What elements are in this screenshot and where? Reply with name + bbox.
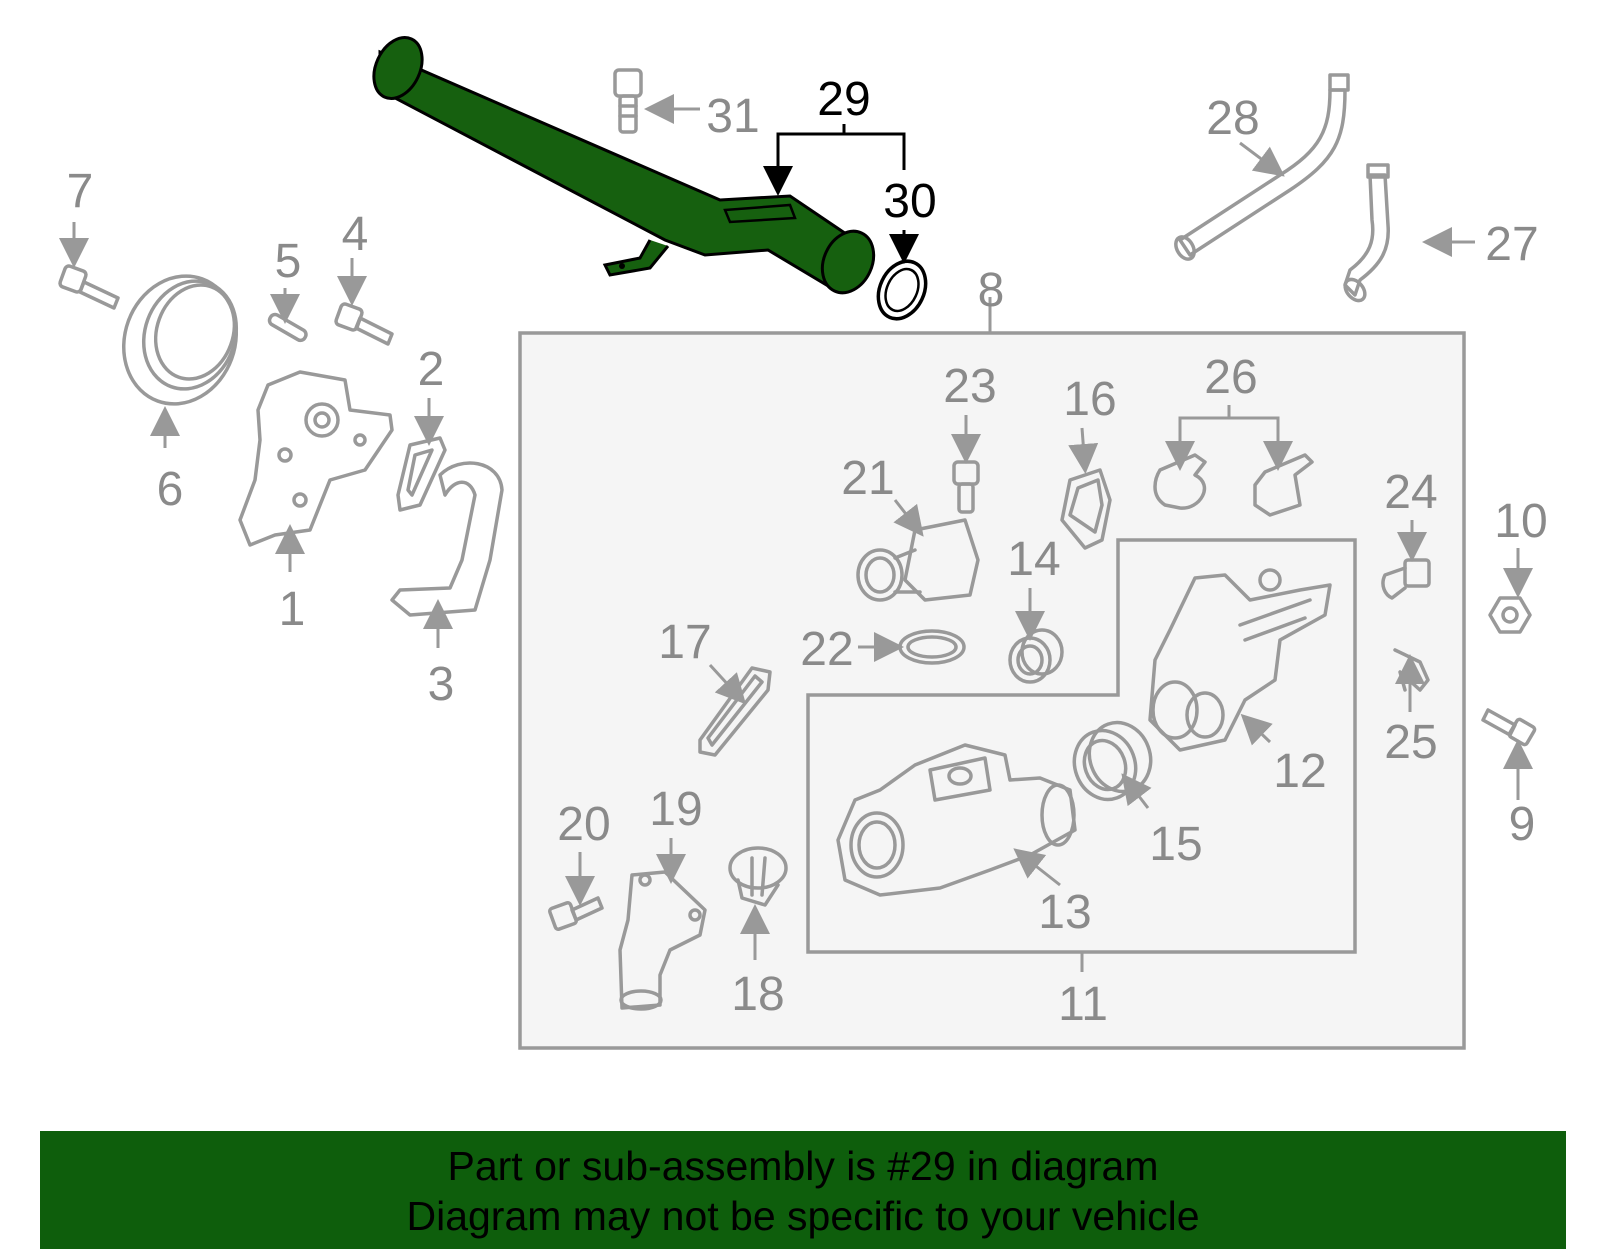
- callout-17: 17: [658, 616, 711, 669]
- part-27-hose[interactable]: [1341, 163, 1390, 304]
- callout-4: 4: [342, 208, 369, 261]
- callout-12: 12: [1273, 745, 1326, 798]
- callout-19: 19: [649, 783, 702, 836]
- callout-5: 5: [275, 235, 302, 288]
- callout-16: 16: [1063, 373, 1116, 426]
- callout-13: 13: [1038, 886, 1091, 939]
- leader-lines: [59, 94, 1533, 972]
- part-19-water-outlet[interactable]: [618, 870, 707, 1011]
- callout-9: 9: [1509, 798, 1536, 851]
- callout-8: 8: [978, 264, 1005, 317]
- sub-assembly-panel-11: [806, 538, 1357, 954]
- callout-29: 29: [817, 73, 870, 126]
- part-21-housing[interactable]: [856, 518, 980, 602]
- banner-line-1: Part or sub-assembly is #29 in diagram: [447, 1143, 1159, 1189]
- callout-1: 1: [279, 583, 306, 636]
- part-4-bolt[interactable]: [334, 302, 394, 346]
- callout-18: 18: [731, 968, 784, 1021]
- part-30-o-ring[interactable]: [869, 254, 934, 327]
- callout-31: 31: [706, 90, 759, 143]
- part-16-gasket[interactable]: [1060, 468, 1112, 550]
- callout-15: 15: [1149, 818, 1202, 871]
- part-10-nut[interactable]: [1488, 596, 1532, 634]
- callout-14: 14: [1007, 533, 1060, 586]
- callout-7: 7: [67, 165, 94, 218]
- callout-27: 27: [1485, 218, 1538, 271]
- callout-26: 26: [1204, 351, 1257, 404]
- part-12-thermostat-housing[interactable]: [1148, 568, 1332, 752]
- callout-3: 3: [428, 658, 455, 711]
- part-7-bolt[interactable]: [58, 264, 120, 310]
- callout-25: 25: [1384, 716, 1437, 769]
- info-banner: Part or sub-assembly is #29 in diagram D…: [40, 1131, 1566, 1249]
- part-9-bolt[interactable]: [1481, 708, 1537, 747]
- part-1-water-pump[interactable]: [238, 370, 394, 547]
- callout-11: 11: [1058, 978, 1108, 1031]
- callout-22: 22: [800, 623, 853, 676]
- part-28-hose[interactable]: [1172, 73, 1350, 262]
- part-5-dowel[interactable]: [267, 312, 308, 343]
- callout-2: 2: [418, 343, 445, 396]
- callout-20: 20: [557, 798, 610, 851]
- part-31-bolt[interactable]: [613, 68, 643, 134]
- callout-23: 23: [943, 360, 996, 413]
- part-3-gasket[interactable]: [390, 461, 504, 617]
- callout-10: 10: [1494, 495, 1547, 548]
- part-13-outlet-housing[interactable]: [836, 743, 1077, 897]
- part-15-seal[interactable]: [1065, 714, 1160, 808]
- callout-21: 21: [841, 452, 894, 505]
- part-29-water-pipe[interactable]: [365, 30, 884, 301]
- part-26-caps[interactable]: [1153, 453, 1314, 517]
- part-2-gasket[interactable]: [396, 436, 447, 512]
- callout-30: 30: [883, 175, 936, 228]
- banner-line-2: Diagram may not be specific to your vehi…: [406, 1193, 1200, 1239]
- part-18-thermostat[interactable]: [728, 846, 788, 907]
- callout-24: 24: [1384, 466, 1437, 519]
- part-6-pulley[interactable]: [106, 260, 254, 420]
- callout-6: 6: [157, 463, 184, 516]
- highlight-leader-lines: [763, 124, 919, 264]
- callout-28: 28: [1206, 92, 1259, 145]
